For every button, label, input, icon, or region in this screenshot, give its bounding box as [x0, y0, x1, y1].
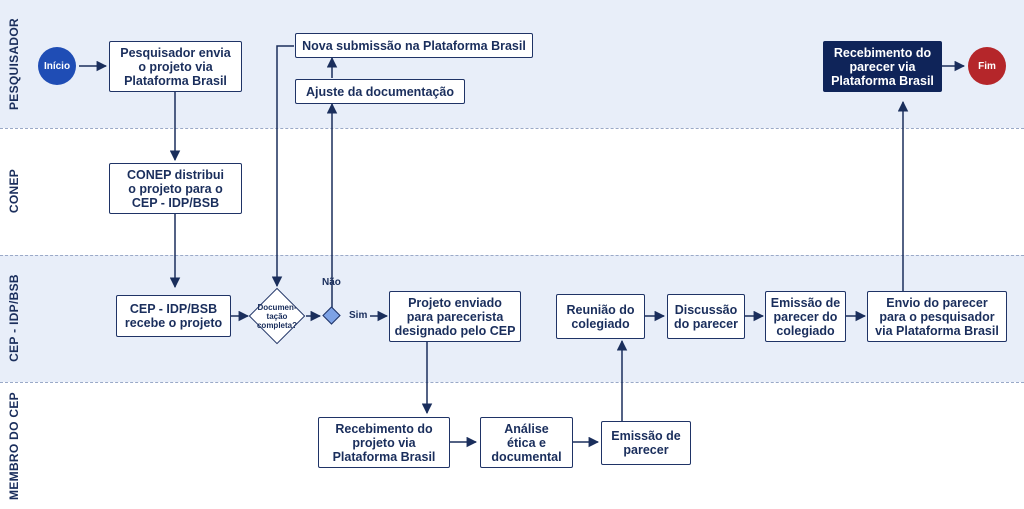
- start-node: Início: [38, 47, 76, 85]
- node-emissao-parecer: Emissão de parecer: [601, 421, 691, 465]
- lane-divider: [0, 128, 1024, 129]
- node-ajuste-documentacao: Ajuste da documentação: [295, 79, 465, 104]
- node-projeto-enviado: Projeto enviado para parecerista designa…: [389, 291, 521, 342]
- node-conep-distribui: CONEP distribui o projeto para o CEP - I…: [109, 163, 242, 214]
- node-recebimento-parecer: Recebimento do parecer via Plataforma Br…: [823, 41, 942, 92]
- branch-label-nao: Não: [322, 277, 341, 288]
- node-pesquisador-envia: Pesquisador envia o projeto via Platafor…: [109, 41, 242, 92]
- node-nova-submissao: Nova submissão na Plataforma Brasil: [295, 33, 533, 58]
- node-analise-etica: Análise ética e documental: [480, 417, 573, 468]
- node-discussao-parecer: Discussão do parecer: [667, 294, 745, 339]
- decision-documentacao-text: Documen- tação completa?: [256, 303, 297, 330]
- branch-label-sim: Sim: [349, 310, 368, 321]
- node-cep-recebe: CEP - IDP/BSB recebe o projeto: [116, 295, 231, 337]
- node-recebimento-projeto: Recebimento do projeto via Plataforma Br…: [318, 417, 450, 468]
- node-reuniao-colegiado: Reunião do colegiado: [556, 294, 645, 339]
- node-envio-parecer: Envio do parecer para o pesquisador via …: [867, 291, 1007, 342]
- node-emissao-parecer-colegiado: Emissão de parecer do colegiado: [765, 291, 846, 342]
- arrow-nova-to-decision: [271, 45, 294, 288]
- end-node: Fim: [968, 47, 1006, 85]
- lane-divider: [0, 382, 1024, 383]
- lane-divider: [0, 255, 1024, 256]
